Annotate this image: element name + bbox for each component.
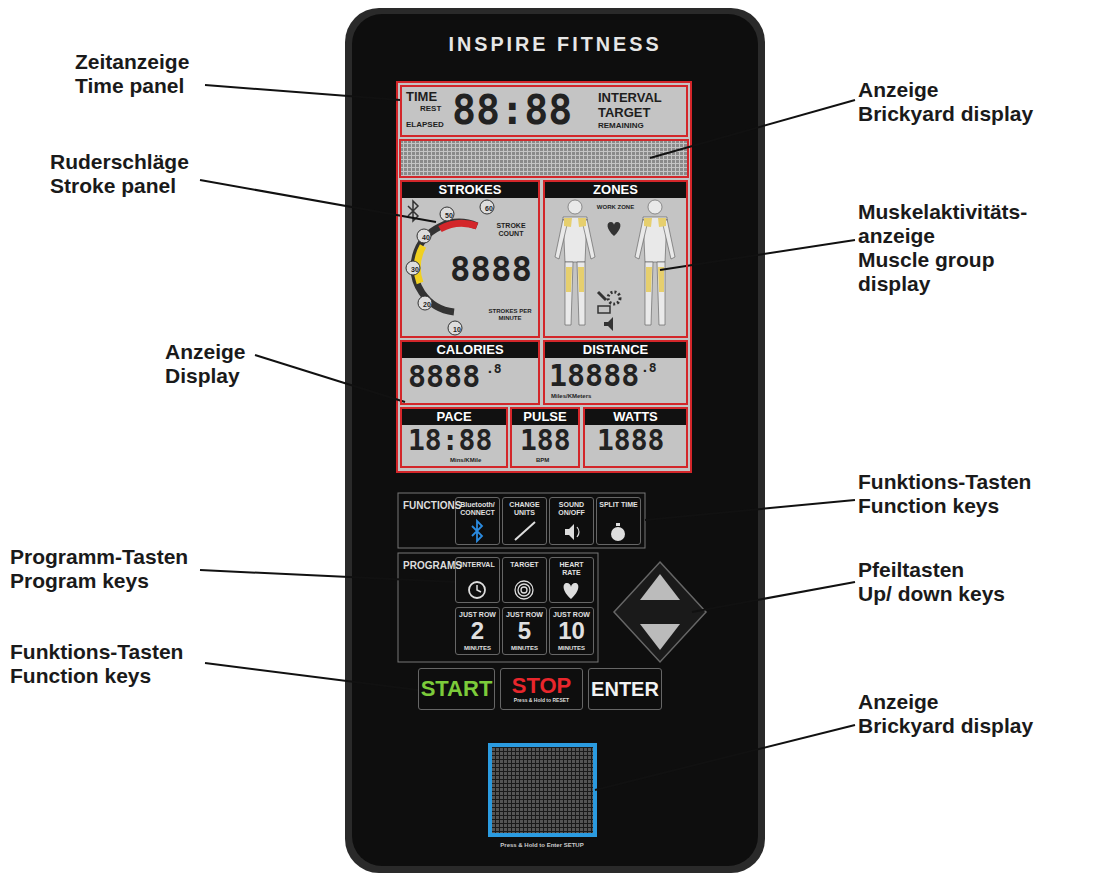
program-key: HEART RATE <box>549 557 594 603</box>
panel-text: TARGET <box>598 106 650 120</box>
distance-panel: DISTANCE 18888.8Miles/KMeters <box>543 340 688 405</box>
panel-text: SOUND ON/OFF <box>550 501 593 516</box>
callout-label: Brickyard display <box>858 714 1033 738</box>
time-panel: TIMEREST ELAPSED 88:88 INTERVALTARGET REMAIN… <box>400 85 688 137</box>
panel-text: TARGET <box>503 561 546 569</box>
panel-text: Bluetooth/ CONNECT <box>456 501 499 516</box>
panel-text: JUST ROW <box>456 611 499 619</box>
callout-label: Zeitanzeige <box>75 50 189 74</box>
panel-text: 18:88 <box>408 427 492 455</box>
function-key: SOUND ON/OFF <box>549 497 594 545</box>
panel-text: MINUTES <box>456 645 499 652</box>
panel-text: JUST ROW <box>550 611 593 619</box>
panel-text: 88:88 <box>452 90 572 130</box>
panel-text: STROKES <box>402 182 538 198</box>
panel-text: REMAINING <box>598 122 644 131</box>
callout-label: Time panel <box>75 74 184 98</box>
panel-text: MINUTES <box>550 645 593 652</box>
panel-text: ZONES <box>545 182 686 198</box>
panel-text: PACE <box>402 409 506 425</box>
panel-text: 2 <box>456 618 499 644</box>
callout-label: Stroke panel <box>50 174 176 198</box>
function-key: SPLIT TIME <box>596 497 641 545</box>
panel-text: 18888 <box>549 361 639 391</box>
program-key: JUST ROW2MINUTES <box>455 607 500 655</box>
panel-text: Mins/KMile <box>450 457 481 464</box>
panel-text: STOP <box>501 674 582 698</box>
function-key: Bluetooth/ CONNECT <box>455 497 500 545</box>
callout-label: Function keys <box>10 664 151 688</box>
callout-label: Muskelaktivitäts- anzeige <box>858 200 1068 248</box>
panel-text: 8888 <box>408 362 480 392</box>
pace-panel: PACE 18:88Mins/KMile <box>400 407 508 468</box>
callout-label: Funktions-Tasten <box>10 640 183 664</box>
pulse-panel: PULSE 188BPM <box>510 407 580 468</box>
callout-label: Program keys <box>10 569 149 593</box>
panel-text: .8 <box>486 362 502 375</box>
panel-text: MINUTES <box>503 645 546 652</box>
stop-key: STOPPress & Hold to RESET <box>500 668 583 710</box>
panel-text: START <box>419 677 494 701</box>
panel-text: DISTANCE <box>545 342 686 358</box>
panel-text: 8888 <box>450 252 532 286</box>
panel-text: CHANGE UNITS <box>503 501 546 516</box>
panel-text: STROKE COUNT <box>486 222 536 237</box>
panel-text: BPM <box>536 457 549 464</box>
panel-text: WATTS <box>585 409 686 425</box>
callout-label: PROGRAMS <box>403 560 462 572</box>
panel-text: TIME <box>406 90 437 104</box>
panel-text: JUST ROW <box>503 611 546 619</box>
panel-text: PULSE <box>512 409 578 425</box>
panel-text: 10 <box>550 618 593 644</box>
callout-label: Anzeige <box>858 78 939 102</box>
callout-label: Anzeige <box>858 690 939 714</box>
panel-text: 188 <box>520 427 571 455</box>
program-key: TARGET <box>502 557 547 603</box>
panel-text: 10 <box>451 325 463 335</box>
panel-text: 60 <box>483 204 495 214</box>
panel-text: 30 <box>409 265 421 275</box>
panel-text: SPLIT TIME <box>597 501 640 509</box>
program-key: JUST ROW5MINUTES <box>502 607 547 655</box>
callout-label: Anzeige <box>165 340 246 364</box>
muscle-group-display: ZONES WORK ZONE <box>543 180 688 338</box>
stroke-panel: STROKES 60 50 40 30 20 10 STROKE COUNT 8888STROK… <box>400 180 540 338</box>
panel-text: INTERVAL <box>598 91 662 105</box>
panel-text: ELAPSED <box>406 121 444 130</box>
panel-text: 1888 <box>597 427 664 455</box>
panel-text: 5 <box>503 618 546 644</box>
panel-text: HEART RATE <box>550 561 593 576</box>
panel-text: Press & Hold to RESET <box>501 698 582 704</box>
panel-text: INSPIRE FITNESS <box>345 34 765 56</box>
enter-key: ENTER <box>588 668 662 710</box>
callout-label: Press & Hold to Enter SETUP <box>472 842 612 849</box>
callout-label: FUNCTIONS <box>403 500 461 512</box>
console-housing: INSPIRE FITNESSTIMERESTELAPSED88:88INTER… <box>345 8 765 873</box>
callout-label: Muscle group display <box>858 248 1068 296</box>
callout-label: Funktions-Tasten <box>858 470 1031 494</box>
panel-text: INTERVAL <box>456 561 499 569</box>
panel-text: ENTER <box>589 678 661 700</box>
callout-label: Display <box>165 364 240 388</box>
panel-text: 40 <box>420 233 432 243</box>
panel-text: REST <box>420 105 441 114</box>
panel-text: 20 <box>421 300 433 310</box>
panel-text: WORK ZONE <box>593 204 638 211</box>
callout-label: Function keys <box>858 494 999 518</box>
watts-panel: WATTS 1888 <box>583 407 688 468</box>
panel-text: STROKES PER MINUTE <box>482 308 538 321</box>
panel-text: .8 <box>641 361 657 374</box>
callout-label: Ruderschläge <box>50 150 189 174</box>
callout-label: Up/ down keys <box>858 582 1005 606</box>
panel-text: Miles/KMeters <box>551 393 591 400</box>
callout-label: Programm-Tasten <box>10 545 188 569</box>
panel-text: 50 <box>443 211 455 221</box>
callout-label: Brickyard display <box>858 102 1033 126</box>
panel-text: CALORIES <box>402 342 538 358</box>
start-key: START <box>418 668 495 710</box>
program-key: JUST ROW10MINUTES <box>549 607 594 655</box>
callout-label: Pfeiltasten <box>858 558 964 582</box>
function-key: CHANGE UNITS <box>502 497 547 545</box>
calories-panel: CALORIES 8888 .8 <box>400 340 540 405</box>
